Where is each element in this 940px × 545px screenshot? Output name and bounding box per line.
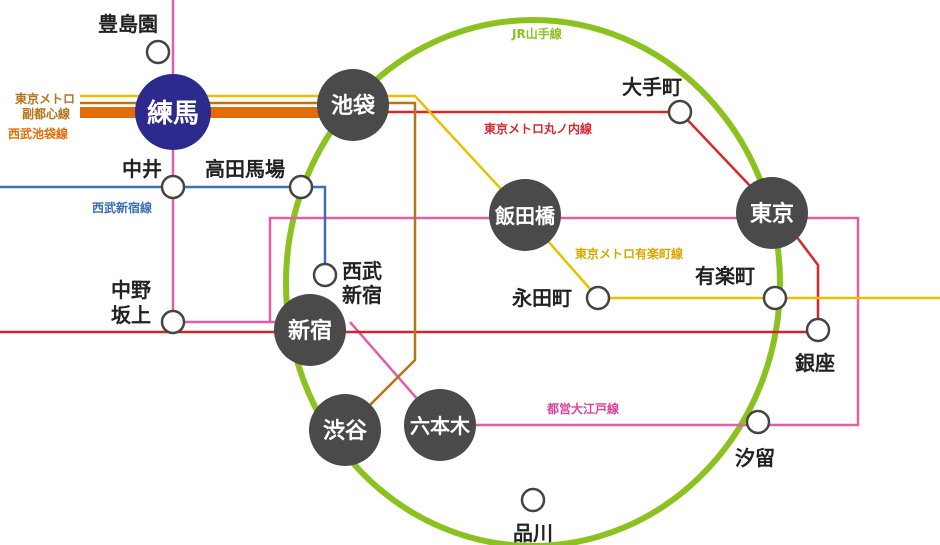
- station-seibu-shinjuku-marker[interactable]: [312, 262, 338, 288]
- station-otemachi-marker[interactable]: [667, 99, 693, 125]
- station-tokyo-label: 東京: [750, 201, 794, 227]
- station-nerima-marker[interactable]: [135, 74, 211, 150]
- line-label-yurakucho: 東京メトロ有楽町線: [575, 246, 683, 261]
- station-nakano-sakaue-marker[interactable]: [160, 309, 186, 335]
- station-nakano-sakaue-label-1: 中野: [111, 278, 151, 302]
- station-ikebukuro-marker[interactable]: [317, 69, 389, 141]
- station-iidabashi-marker[interactable]: [489, 179, 561, 251]
- station-seibu-shinjuku-label-2: 新宿: [342, 283, 382, 307]
- station-takadanobaba-label: 高田馬場: [205, 157, 285, 181]
- station-shinjuku-label: 新宿: [288, 318, 332, 344]
- station-ginza-label: 銀座: [795, 351, 835, 375]
- line-label-marunouchi: 東京メトロ丸ノ内線: [484, 121, 592, 136]
- line-label-yamanote: JR山手線: [511, 26, 562, 41]
- line-label-oedo: 都営大江戸線: [546, 401, 619, 416]
- station-roppongi-label: 六本木: [410, 414, 471, 438]
- line-label-fukutoshin-2: 副都心線: [22, 106, 70, 121]
- station-otemachi-label: 大手町: [622, 75, 682, 99]
- station-yurakucho-label: 有楽町: [695, 264, 755, 288]
- station-iidabashi-label: 飯田橋: [494, 204, 556, 228]
- station-shibuya-label: 渋谷: [323, 418, 368, 444]
- station-seibu-shinjuku-label-1: 西武: [342, 259, 382, 283]
- station-shinjuku-marker[interactable]: [274, 294, 346, 366]
- station-takadanobaba-marker[interactable]: [288, 174, 314, 200]
- line-label-seibu-shinjuku: 西武新宿線: [92, 200, 152, 215]
- station-tokyo-marker[interactable]: [736, 177, 808, 249]
- line-label-fukutoshin-1: 東京メトロ: [15, 91, 75, 106]
- station-ginza-marker[interactable]: [805, 317, 831, 343]
- station-shibuya-marker[interactable]: [309, 394, 381, 466]
- station-roppongi-marker[interactable]: [404, 389, 476, 461]
- station-nagatacho-marker[interactable]: [585, 285, 611, 311]
- station-nakai-marker[interactable]: [160, 174, 186, 200]
- station-nakano-sakaue-label-2: 坂上: [111, 303, 151, 327]
- station-toshimaen-label: 豊島園: [98, 12, 158, 36]
- station-nerima-label: 練馬: [147, 98, 199, 129]
- station-yurakucho-marker[interactable]: [762, 285, 788, 311]
- station-shiodome-marker[interactable]: [745, 409, 771, 435]
- fukutoshin-line: [80, 101, 417, 421]
- station-toshimaen-marker[interactable]: [145, 39, 171, 65]
- line-label-seibu-ikebukuro: 西武池袋線: [8, 126, 68, 141]
- station-ikebukuro-label: 池袋: [331, 93, 376, 119]
- station-nagatacho-label: 永田町: [511, 286, 572, 310]
- yamanote-line: [283, 17, 783, 545]
- station-shiodome-label: 汐留: [735, 446, 775, 470]
- oedo-line-loop: [268, 216, 860, 427]
- seibu-ikebukuro-line: [80, 107, 355, 118]
- station-shinagawa-marker[interactable]: [520, 487, 546, 513]
- station-shinagawa-label: 品川: [513, 521, 553, 545]
- seibu-shinjuku-line: [0, 185, 327, 275]
- station-nakai-label: 中井: [122, 157, 162, 181]
